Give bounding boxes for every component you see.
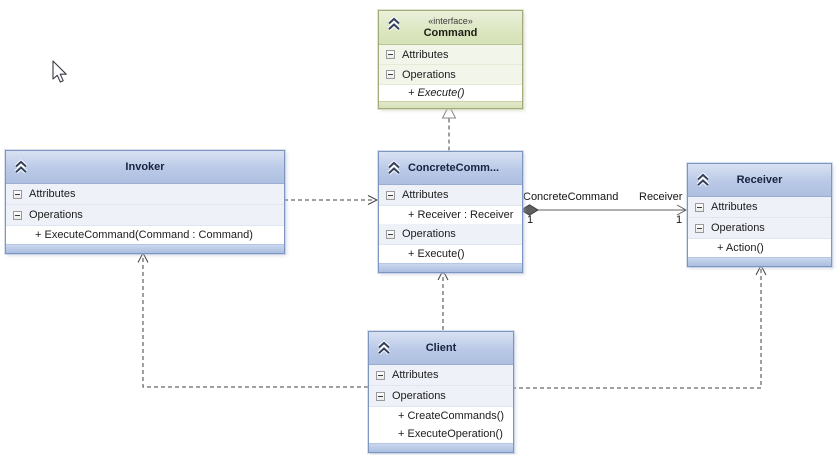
section-label: Attributes	[402, 48, 449, 61]
section-label: Operations	[392, 390, 446, 402]
section-label: Operations	[711, 222, 765, 234]
class-title: Command	[423, 26, 478, 39]
class-box-concrete-command[interactable]: ConcreteComm... Attributes + Receiver : …	[378, 151, 523, 273]
section-label: Operations	[29, 209, 83, 221]
class-stereotype: «interface»	[428, 15, 473, 26]
class-box-command[interactable]: «interface» Command Attributes Operation…	[378, 10, 523, 109]
class-header[interactable]: ConcreteComm...	[379, 152, 522, 185]
operation-text: + CreateCommands()	[398, 410, 505, 422]
minus-box-icon[interactable]	[386, 190, 395, 200]
operation-item[interactable]: + CreateCommands()	[369, 407, 513, 425]
association-source-multiplicity: 1	[527, 214, 534, 226]
dependency-invoker-to-concretecommand[interactable]	[284, 195, 379, 205]
dependency-client-to-receiver[interactable]	[512, 264, 767, 389]
section-label: Operations	[402, 228, 456, 240]
dependency-client-to-invoker[interactable]	[137, 251, 368, 388]
class-header[interactable]: Client	[369, 332, 513, 365]
operation-text: + Execute()	[408, 248, 465, 260]
operation-item[interactable]: + ExecuteOperation()	[369, 425, 513, 443]
class-header[interactable]: Receiver	[688, 164, 831, 197]
attribute-item[interactable]: + Receiver : Receiver	[379, 206, 522, 224]
operations-section-row[interactable]: Operations	[379, 65, 522, 85]
minus-box-icon[interactable]	[13, 210, 22, 220]
operation-text: + ExecuteCommand(Command : Command)	[35, 229, 253, 241]
minus-box-icon[interactable]	[386, 70, 395, 79]
attributes-section-row[interactable]: Attributes	[369, 365, 513, 386]
operations-section-row[interactable]: Operations	[688, 218, 831, 239]
section-label: Attributes	[402, 189, 449, 201]
class-header[interactable]: «interface» Command	[379, 11, 522, 45]
association-target-role-label: Receiver	[639, 191, 683, 203]
class-box-receiver[interactable]: Receiver Attributes Operations + Action(…	[687, 163, 832, 267]
minus-box-icon[interactable]	[386, 229, 395, 239]
minus-box-icon[interactable]	[376, 391, 385, 401]
class-title: ConcreteComm...	[408, 162, 500, 174]
association-source-role-label: ConcreteCommand	[523, 191, 619, 203]
chevron-double-up-icon[interactable]	[386, 16, 402, 32]
minus-box-icon[interactable]	[695, 223, 704, 233]
mouse-cursor-icon	[52, 60, 67, 83]
attributes-section-row[interactable]: Attributes	[379, 45, 522, 65]
chevron-double-up-icon[interactable]	[376, 340, 392, 356]
operation-item[interactable]: + ExecuteCommand(Command : Command)	[6, 226, 284, 244]
minus-box-icon[interactable]	[376, 370, 385, 380]
attributes-section-row[interactable]: Attributes	[688, 197, 831, 218]
attribute-text: + Receiver : Receiver	[408, 209, 514, 221]
operations-section-row[interactable]: Operations	[379, 224, 522, 245]
class-box-invoker[interactable]: Invoker Attributes Operations + ExecuteC…	[5, 150, 285, 254]
operation-item[interactable]: + Execute()	[379, 245, 522, 263]
class-header[interactable]: Invoker	[6, 151, 284, 184]
operation-item[interactable]: + Action()	[688, 239, 831, 257]
minus-box-icon[interactable]	[695, 202, 704, 212]
operation-text: + Execute()	[408, 87, 465, 99]
chevron-double-up-icon[interactable]	[386, 160, 402, 176]
footer-strip	[688, 257, 831, 266]
class-title: Receiver	[736, 174, 783, 186]
section-label: Operations	[402, 68, 456, 81]
association-target-multiplicity: 1	[676, 214, 683, 226]
attributes-section-row[interactable]: Attributes	[6, 184, 284, 205]
footer-strip	[6, 244, 284, 253]
minus-box-icon[interactable]	[13, 189, 22, 199]
chevron-double-up-icon[interactable]	[13, 159, 29, 175]
chevron-double-up-icon[interactable]	[695, 172, 711, 188]
operation-text: + ExecuteOperation()	[398, 428, 503, 440]
section-label: Attributes	[711, 201, 758, 213]
section-label: Attributes	[392, 369, 439, 381]
class-title: Client	[425, 342, 457, 354]
association-concretecommand-receiver[interactable]	[520, 204, 688, 216]
footer-strip	[379, 101, 522, 108]
operations-section-row[interactable]: Operations	[6, 205, 284, 226]
dependency-client-to-concretecommand[interactable]	[437, 269, 449, 331]
operation-item[interactable]: + Execute()	[379, 85, 522, 101]
section-label: Attributes	[29, 188, 76, 200]
class-box-client[interactable]: Client Attributes Operations + CreateCom…	[368, 331, 514, 453]
realization-concretecommand-to-command[interactable]	[441, 104, 457, 152]
footer-strip	[369, 443, 513, 452]
minus-box-icon[interactable]	[386, 50, 395, 59]
footer-strip	[379, 263, 522, 272]
attributes-section-row[interactable]: Attributes	[379, 185, 522, 206]
operation-text: + Action()	[717, 242, 764, 254]
operations-section-row[interactable]: Operations	[369, 386, 513, 407]
class-title: Invoker	[125, 161, 165, 173]
